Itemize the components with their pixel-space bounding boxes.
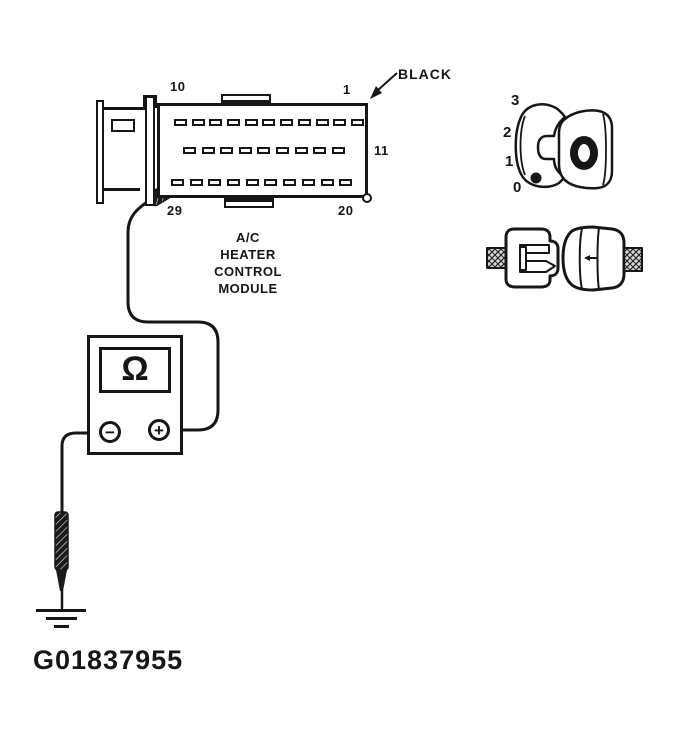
connector-corner-post [362, 193, 372, 203]
connector-pin [201, 147, 215, 154]
connector-pin [294, 147, 308, 154]
negative-terminal-sign: − [105, 422, 115, 442]
connector-pin [220, 147, 234, 154]
caption-line-4: MODULE [218, 281, 278, 296]
bracket-slot [111, 119, 135, 132]
caption-line-1: A/C [236, 230, 260, 245]
positive-terminal: + [148, 419, 170, 441]
test-probe-ground [54, 511, 69, 610]
black-callout-arrow [370, 72, 398, 99]
pin-row-middle [183, 147, 345, 154]
connector-cavity-view [514, 103, 614, 190]
connector-pin [262, 119, 276, 126]
meter-lead-negative [60, 431, 101, 515]
caption-line-2: HEATER [220, 247, 276, 262]
connector-pin [191, 119, 205, 126]
connector-lock-tab-bottom [224, 198, 274, 208]
connector-pin [280, 119, 294, 126]
connector-pin [257, 147, 271, 154]
connector-pin [315, 119, 329, 126]
negative-terminal: − [99, 421, 121, 443]
connector-pin [238, 147, 252, 154]
connector-pin [331, 147, 345, 154]
ground-bar-long [36, 609, 86, 612]
cavity-key-hole [570, 136, 598, 170]
cavity-number-3: 3 [511, 92, 520, 109]
cavity-index-dot [530, 172, 542, 184]
connector-pin [301, 179, 315, 186]
connector-pin [245, 179, 259, 186]
cavity-number-2: 2 [503, 124, 512, 141]
connector-end-cap [145, 96, 155, 206]
pin-number-top-right: 1 [343, 82, 351, 97]
connector-pin [171, 179, 184, 186]
pin-row-top [174, 119, 364, 126]
connector-pin [333, 119, 347, 126]
connector-pin [297, 119, 311, 126]
connector-pin [320, 179, 334, 186]
cable-stub-right [623, 247, 643, 272]
pin-row-bottom [171, 179, 353, 186]
pin-number-bottom-left: 29 [167, 203, 183, 218]
connector-pin [227, 119, 241, 126]
connector-pin [339, 179, 353, 186]
connector-pin [209, 119, 223, 126]
ground-bar-medium [46, 617, 77, 620]
pin-number-bottom-right: 20 [338, 203, 354, 218]
connector-pin [183, 147, 196, 154]
figure-id: G01837955 [33, 645, 184, 675]
bracket-rail-bottom [102, 188, 140, 191]
connector-half-male [504, 227, 560, 289]
pin-number-top-left: 10 [170, 79, 186, 94]
inline-connector-pair [486, 225, 643, 292]
connector-pin [275, 147, 289, 154]
connector-pin [283, 179, 297, 186]
module-caption: A/C HEATER CONTROL MODULE [198, 229, 298, 297]
mount-bracket-plate [96, 100, 104, 204]
caption-line-3: CONTROL [214, 264, 282, 279]
connector-pin [174, 119, 187, 126]
connector-pin [350, 119, 364, 126]
connector-pin [208, 179, 222, 186]
connector-pin [244, 119, 258, 126]
connector-pin [264, 179, 278, 186]
connector-pin [227, 179, 241, 186]
bracket-rail-top [102, 107, 147, 110]
pin-number-right: 11 [374, 143, 389, 158]
cavity-number-0: 0 [513, 179, 522, 196]
meter-lead-positive [126, 198, 220, 432]
connector-pin [189, 179, 203, 186]
ground-bar-short [54, 625, 69, 628]
positive-terminal-sign: + [154, 420, 164, 440]
wire-color-label: BLACK [398, 66, 452, 82]
ohm-symbol: Ω [121, 350, 149, 388]
connector-lock-tab-top [221, 94, 271, 105]
connector-pin [313, 147, 327, 154]
ohmmeter-display: Ω [99, 347, 171, 393]
cavity-number-1: 1 [505, 153, 514, 170]
